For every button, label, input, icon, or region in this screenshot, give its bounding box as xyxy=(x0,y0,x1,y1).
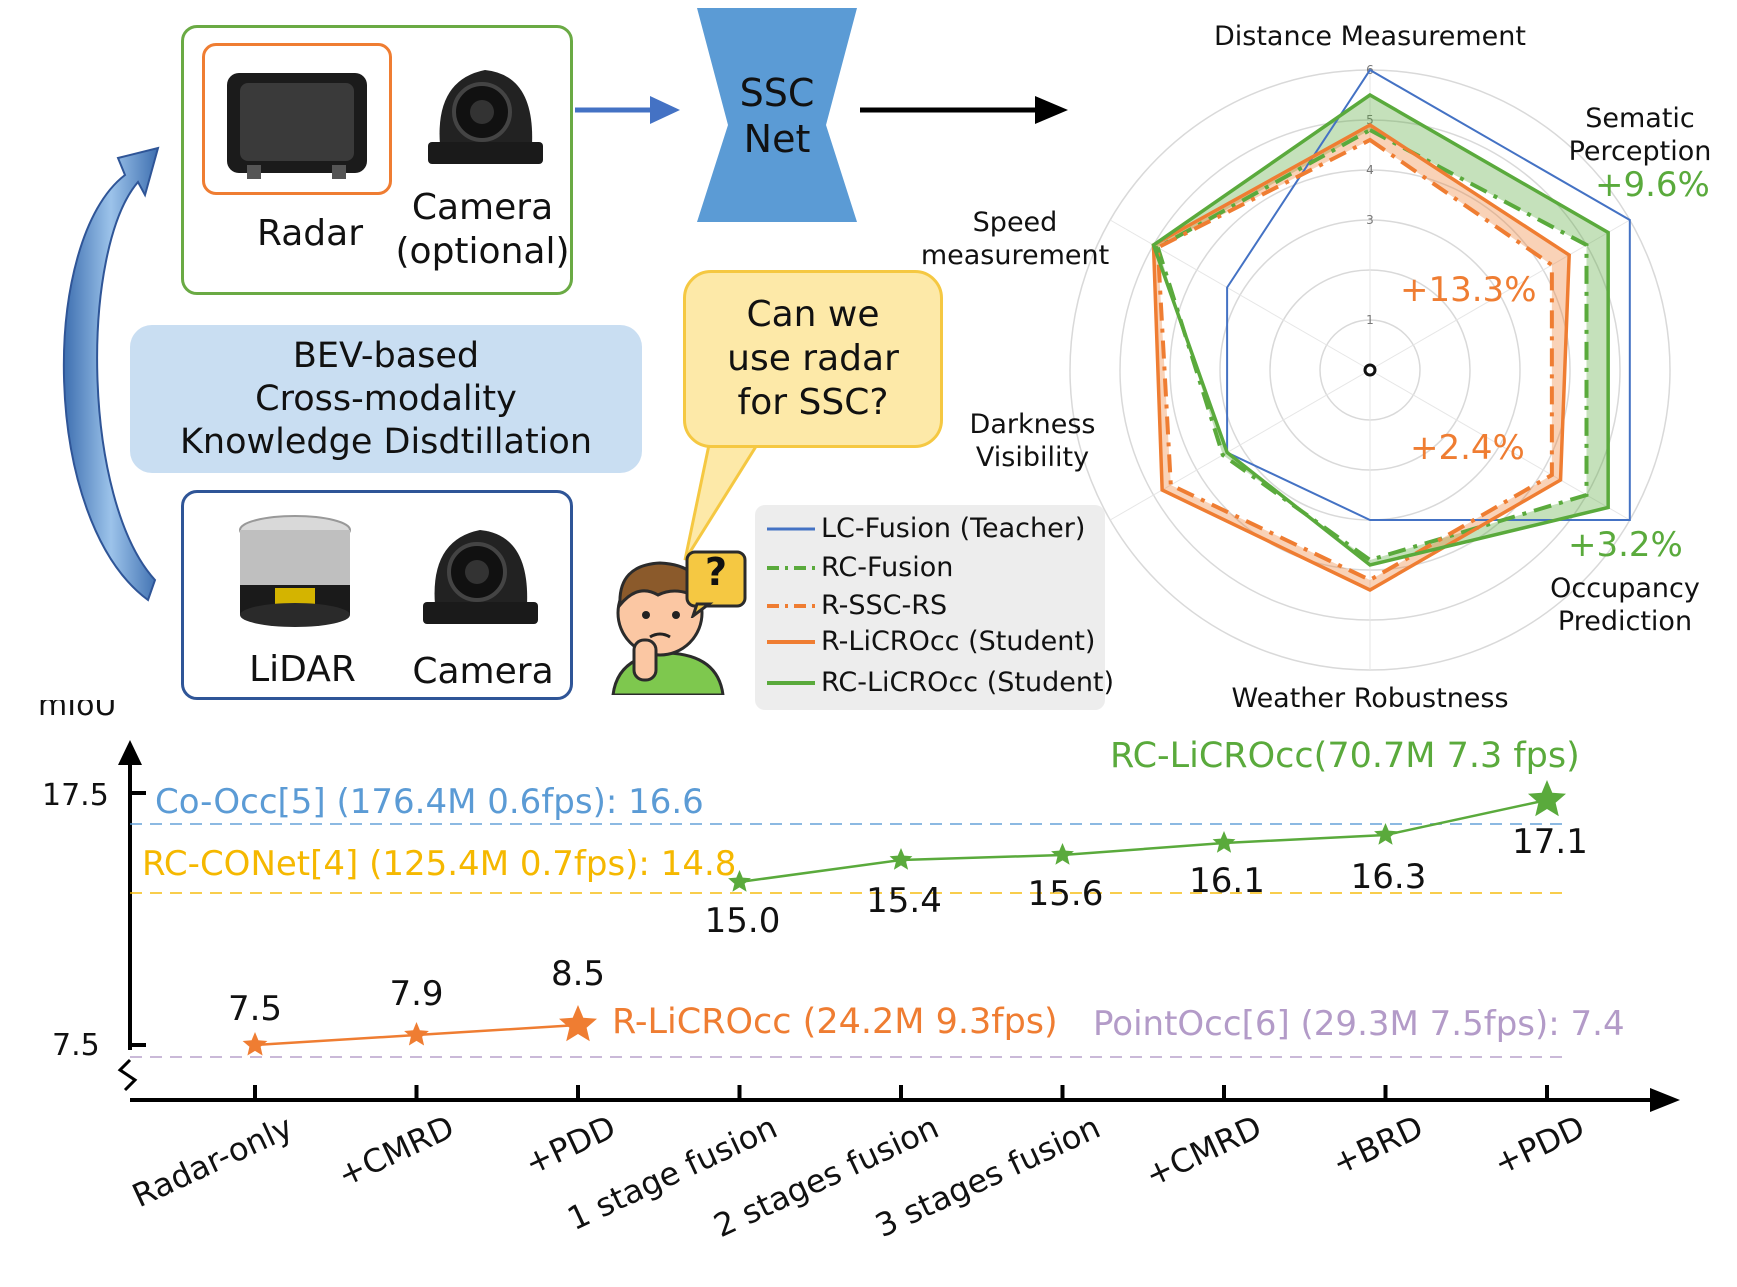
radar-label: Radar xyxy=(257,213,363,254)
radar-legend: LC-Fusion (Teacher) RC-Fusion R-SSC-RS R… xyxy=(755,505,1115,710)
radar-annotation: +2.4% xyxy=(1410,428,1525,468)
x-tick-label: Radar-only xyxy=(126,1108,298,1215)
x-tick-label: +PDD xyxy=(519,1108,622,1183)
legend-item: RC-Fusion xyxy=(767,552,954,583)
legend-item: LC-Fusion (Teacher) xyxy=(767,513,1086,544)
lidar-icon xyxy=(239,515,351,627)
radar-axis-line xyxy=(1109,369,1371,521)
legend-item: R-SSC-RS xyxy=(767,590,948,621)
ssc-net-shape xyxy=(697,8,857,222)
camera-optional-label: Camera (optional) xyxy=(395,187,570,272)
radar-center-dot xyxy=(1363,363,1377,377)
y-tick-label: 17.5 xyxy=(42,778,109,813)
y-axis-arrow xyxy=(118,740,142,765)
radar-axis-label-occupancy: Occupancy Prediction xyxy=(1550,573,1700,637)
radar-axis-label-semantic: Sematic Perception xyxy=(1568,103,1712,167)
radar-series-0 xyxy=(1226,68,1631,521)
x-tick-label: +CMRD xyxy=(1139,1108,1267,1195)
data-label: 15.4 xyxy=(866,881,942,921)
data-point-star xyxy=(1528,780,1566,817)
radar-annotation: +9.6% xyxy=(1595,165,1710,205)
radar-annotation: +3.2% xyxy=(1568,525,1683,565)
radar-tick-label: 4 xyxy=(1366,163,1374,177)
radar-axis-label-darkness: Darkness Visibility xyxy=(969,409,1096,473)
camera-label: Camera xyxy=(412,651,554,692)
radar-tick-label: 1 xyxy=(1366,313,1374,327)
radar-tick-label: 5 xyxy=(1366,113,1374,127)
radar-device-icon xyxy=(227,73,367,179)
reference-line-label: Co-Occ[5] (176.4M 0.6fps): 16.6 xyxy=(155,782,704,822)
lidar-label: LiDAR xyxy=(249,649,356,690)
question-mark-text: ? xyxy=(704,550,728,594)
radar-tick-label: 3 xyxy=(1366,213,1374,227)
radar-series-4 xyxy=(1151,92,1610,567)
thinking-person-icon xyxy=(611,561,725,695)
y-axis-label: mIoU xyxy=(38,700,116,723)
radar-axis-line xyxy=(1109,219,1371,371)
data-label: 15.0 xyxy=(705,901,781,941)
data-point-star xyxy=(559,1005,597,1042)
radar-axis-label-distance: Distance Measurement xyxy=(1213,21,1526,52)
x-tick-label: +BRD xyxy=(1326,1108,1429,1183)
ssc-net-label: SSC Net xyxy=(739,71,815,161)
reference-line-label: PointOcc[6] (29.3M 7.5fps): 7.4 xyxy=(1093,1004,1625,1044)
radar-annotation: +13.3% xyxy=(1400,270,1537,310)
radar-axis-label-speed: Speed measurement xyxy=(920,207,1110,271)
series-line-rc-licrocc xyxy=(739,798,1548,884)
data-label: 16.3 xyxy=(1351,857,1427,897)
miou-line-chart: mIoU 17.5 7.5 Co-Occ[5] (176.4M 0.6fps): 16… xyxy=(38,700,1680,1245)
radar-band-green xyxy=(1153,95,1609,565)
data-label: 15.6 xyxy=(1028,874,1104,914)
question-mark-icon xyxy=(685,550,747,618)
data-label: 17.1 xyxy=(1512,822,1588,862)
legend-item: RC-LiCROcc (Student) xyxy=(767,667,1115,698)
data-label: 16.1 xyxy=(1189,861,1265,901)
x-axis-arrow xyxy=(1650,1088,1680,1112)
camera-icon-bottom xyxy=(423,530,538,624)
data-point-star xyxy=(728,870,751,892)
data-point-star xyxy=(1051,843,1074,865)
data-label: 8.5 xyxy=(551,954,605,994)
kd-curved-arrow xyxy=(62,146,160,602)
camera-icon-top xyxy=(428,70,543,164)
data-label: 7.5 xyxy=(228,989,282,1029)
x-tick-label: +CMRD xyxy=(332,1108,460,1195)
reference-line-label: RC-CONet[4] (125.4M 0.7fps): 14.8 xyxy=(142,844,736,884)
data-label: 7.9 xyxy=(389,974,443,1014)
question-bubble: Can we use radar for SSC? xyxy=(683,270,943,448)
kd-description-box: BEV-based Cross-modality Knowledge Disdt… xyxy=(130,325,642,473)
legend-item: R-LiCROcc (Student) xyxy=(767,626,1096,657)
data-point-star xyxy=(1374,823,1397,845)
data-point-star xyxy=(889,848,913,870)
radar-axis-label-weather: Weather Robustness xyxy=(1231,683,1509,714)
data-point-star xyxy=(242,1032,268,1056)
y-tick-label: 7.5 xyxy=(52,1028,100,1063)
axis-break xyxy=(117,1058,138,1092)
data-point-star xyxy=(404,1022,429,1046)
radar-series-1 xyxy=(1155,127,1589,563)
x-tick-label: +PDD xyxy=(1488,1108,1591,1183)
series-name-label: R-LiCROcc (24.2M 9.3fps) xyxy=(612,1002,1058,1042)
data-point-star xyxy=(1212,831,1236,853)
series-name-label: RC-LiCROcc(70.7M 7.3 fps) xyxy=(1110,736,1580,776)
radar-chart: 013456 xyxy=(1069,63,1671,671)
